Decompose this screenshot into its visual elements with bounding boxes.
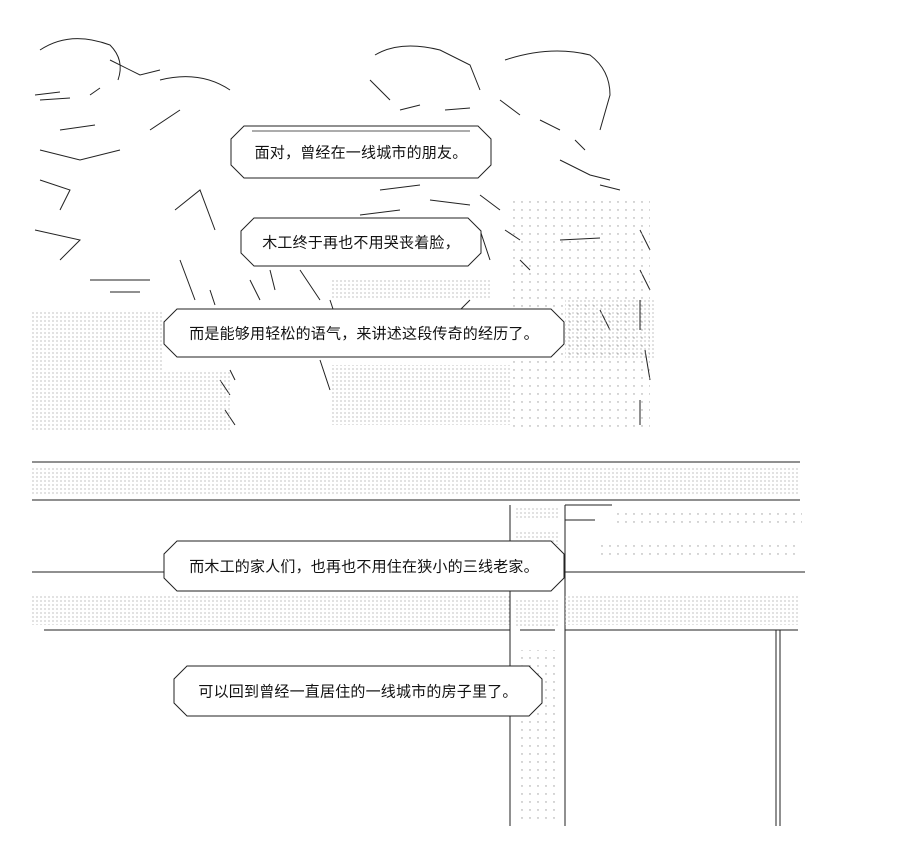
room-lines: [32, 461, 805, 826]
caption-bubble-3: 而是能够用轻松的语气，来讲述这段传奇的经历了。: [163, 308, 565, 358]
caption-bubble-4: 而木工的家人们，也再也不用住在狭小的三线老家。: [163, 540, 565, 592]
bubble-frame: [163, 308, 565, 358]
bubble-frame: [230, 125, 492, 179]
caption-text-4: 而木工的家人们，也再也不用住在狭小的三线老家。: [189, 557, 539, 576]
shading-dots-bottom: [32, 466, 802, 825]
caption-bubble-1: 面对，曾经在一线城市的朋友。: [230, 125, 492, 179]
bubble-frame: [173, 665, 543, 717]
caption-text-5: 可以回到曾经一直居住的一线城市的房子里了。: [198, 682, 518, 701]
caption-bubble-2: 木工终于再也不用哭丧着脸，: [240, 217, 482, 267]
bubble-frame: [163, 540, 565, 592]
caption-text-1: 面对，曾经在一线城市的朋友。: [254, 143, 468, 162]
caption-text-2: 木工终于再也不用哭丧着脸，: [262, 233, 460, 252]
caption-text-3: 而是能够用轻松的语气，来讲述这段传奇的经历了。: [189, 324, 539, 343]
caption-bubble-5: 可以回到曾经一直居住的一线城市的房子里了。: [173, 665, 543, 717]
bubble-frame: [240, 217, 482, 267]
